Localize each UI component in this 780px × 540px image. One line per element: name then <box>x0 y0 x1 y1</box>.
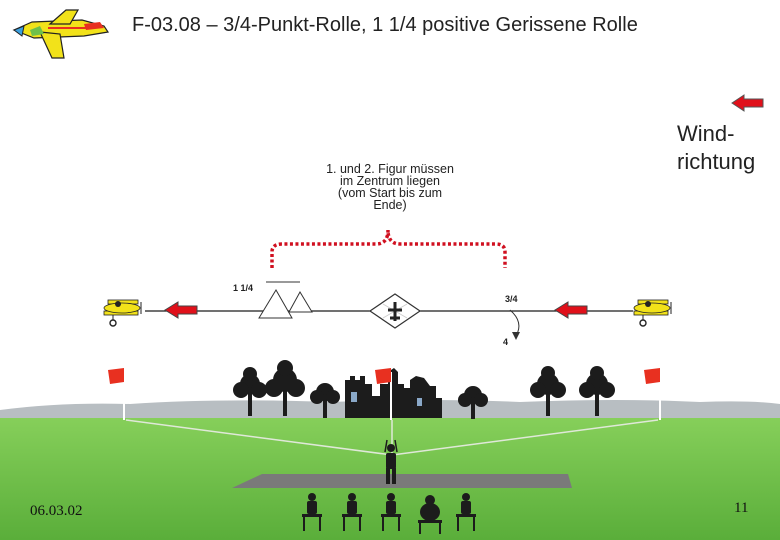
biplane-icon <box>103 299 142 327</box>
point-roll-symbol <box>368 293 422 329</box>
center-note-line: Ende) <box>373 198 407 212</box>
snap-roll-symbol <box>258 281 313 319</box>
biplane-icon <box>633 299 672 327</box>
center-note-line: 1. und 2. Figur müssen <box>326 162 454 176</box>
flag-left <box>108 368 125 420</box>
arrow-left-icon <box>164 301 588 319</box>
snap-roll-label: 1 1/4 <box>233 283 254 293</box>
center-note-line: im Zentrum liegen <box>339 174 441 188</box>
judge-icon <box>302 493 476 534</box>
flag-center <box>375 368 392 420</box>
page-title: F-03.08 – 3/4-Punkt-Rolle, 1 1/4 positiv… <box>132 14 638 36</box>
center-brace <box>270 229 507 268</box>
flag-right <box>644 368 661 420</box>
sightline-right <box>391 419 659 456</box>
wind-label-line1: Wind- <box>677 121 735 146</box>
center-note: 1. und 2. Figur müssen im Zentrum liegen… <box>300 162 480 212</box>
wind-label-line2: richtung <box>677 149 756 174</box>
arrow-left-icon <box>731 94 764 112</box>
pilot-icon <box>384 439 398 484</box>
sightline-left <box>125 419 393 456</box>
center-note-line: (vom Start bis zum <box>337 186 443 200</box>
wind-direction-label: Wind- richtung <box>677 120 755 176</box>
castle-ruin-icon <box>345 368 442 418</box>
points-label: 4 <box>503 337 509 347</box>
tree-icon <box>233 360 615 419</box>
point-roll-label: 3/4 <box>505 294 518 304</box>
rotation-arrowhead <box>512 332 520 340</box>
runway <box>232 474 572 488</box>
aerobatic-plane-icon <box>12 9 110 59</box>
slide-date: 06.03.02 <box>30 503 83 519</box>
page-number: 11 <box>734 500 749 516</box>
